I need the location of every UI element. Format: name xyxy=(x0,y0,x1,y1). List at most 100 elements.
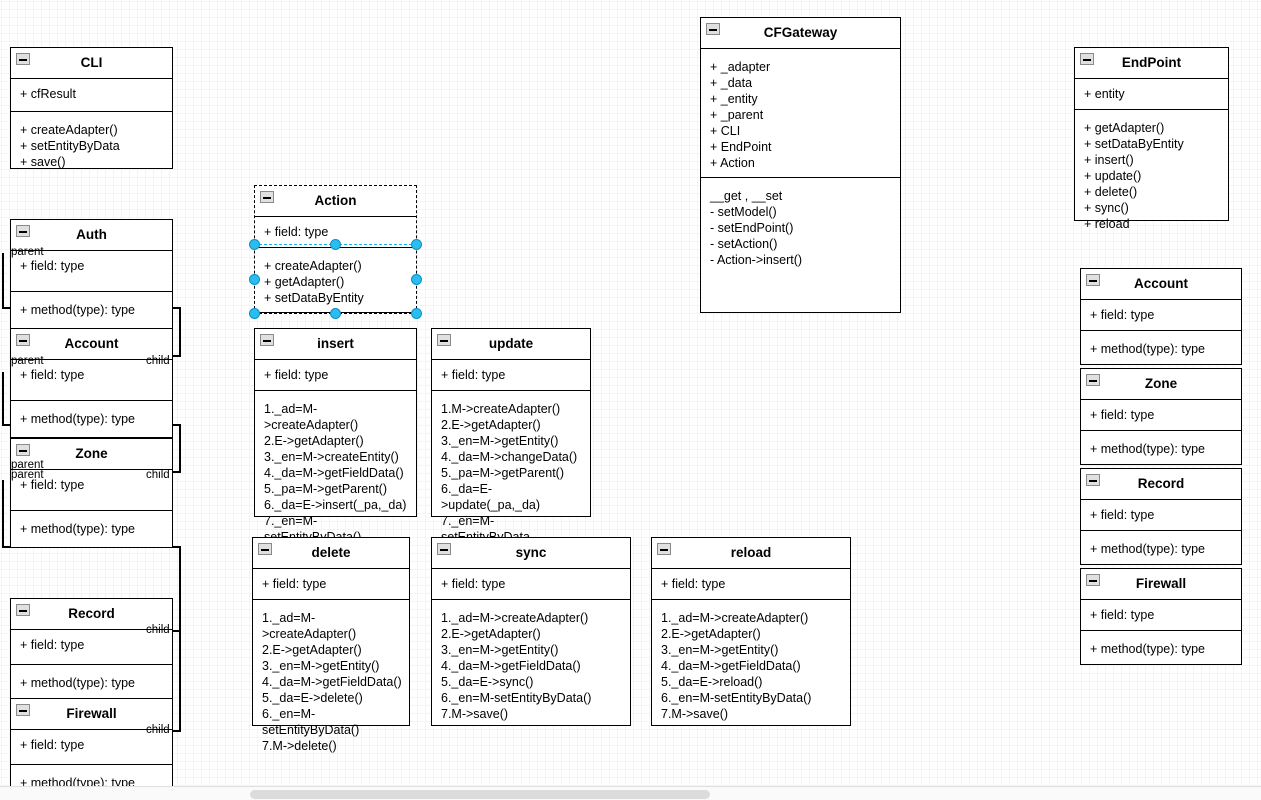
resize-handle-e[interactable] xyxy=(411,274,422,285)
edge-label-account-child: child xyxy=(146,355,170,367)
uml-class-update[interactable]: update + field: type 1.M->createAdapter(… xyxy=(431,328,591,560)
uml-class-record-left[interactable]: Record + field: type + method(type): typ… xyxy=(10,598,173,702)
class-header-cfgateway: CFGateway xyxy=(701,18,900,49)
class-methods: + method(type): type xyxy=(1090,541,1205,556)
class-title: Account xyxy=(64,336,119,351)
connector-zone-to-record xyxy=(179,546,181,631)
uml-class-record-right[interactable]: Record + field: type + method(type): typ… xyxy=(1080,468,1242,565)
edge-label-account-parent: parent xyxy=(11,355,44,367)
resize-handle-se[interactable] xyxy=(411,308,422,319)
class-header-zone: Zone xyxy=(11,439,172,470)
collapse-icon[interactable] xyxy=(706,23,720,35)
class-methods: + method(type): type xyxy=(20,411,135,426)
uml-class-auth-left[interactable]: Auth + field: type + method(type): type xyxy=(10,219,173,329)
resize-handle-nw[interactable] xyxy=(249,239,260,250)
connector-account-in xyxy=(170,355,181,357)
class-title: EndPoint xyxy=(1121,55,1182,70)
class-title: update xyxy=(488,336,534,351)
edge-label-auth-parent: parent xyxy=(11,246,44,258)
resize-handle-n[interactable] xyxy=(330,239,341,250)
collapse-icon[interactable] xyxy=(437,334,451,346)
resize-handle-sw[interactable] xyxy=(249,308,260,319)
class-header-endpoint: EndPoint xyxy=(1075,48,1228,79)
class-methods: + method(type): type xyxy=(20,521,135,536)
uml-class-sync[interactable]: sync + field: type 1._ad=M->createAdapte… xyxy=(431,537,631,726)
class-title: Auth xyxy=(76,227,107,242)
resize-handle-ne[interactable] xyxy=(411,239,422,250)
class-header-sync: sync xyxy=(432,538,630,569)
uml-class-zone-right[interactable]: Zone + field: type + method(type): type xyxy=(1080,368,1242,465)
collapse-icon[interactable] xyxy=(1086,374,1100,386)
class-header-reload: reload xyxy=(652,538,850,569)
connector-account-vertical xyxy=(2,372,4,425)
horizontal-scrollbar-thumb[interactable] xyxy=(250,790,710,799)
uml-class-cfgateway[interactable]: CFGateway + _adapter + _data + _entity +… xyxy=(700,17,901,313)
collapse-icon[interactable] xyxy=(258,543,272,555)
uml-class-action[interactable]: Action + field: type + createAdapter() +… xyxy=(254,185,417,314)
class-methods: 1._ad=M->createAdapter() 2.E->getAdapter… xyxy=(262,610,402,753)
class-header-update: update xyxy=(432,329,590,360)
resize-handle-w[interactable] xyxy=(249,274,260,285)
uml-class-delete[interactable]: delete + field: type 1._ad=M->createAdap… xyxy=(252,537,410,753)
collapse-icon[interactable] xyxy=(437,543,451,555)
class-header-account: Account xyxy=(1081,269,1241,300)
horizontal-scrollbar[interactable] xyxy=(0,786,1261,800)
collapse-icon[interactable] xyxy=(1086,474,1100,486)
class-header-insert: insert xyxy=(255,329,416,360)
class-attributes: + field: type xyxy=(1081,400,1241,431)
class-attributes: + field: type xyxy=(1081,500,1241,531)
uml-class-firewall-left[interactable]: Firewall + field: type + method(type): t… xyxy=(10,698,173,800)
collapse-icon[interactable] xyxy=(260,191,274,203)
uml-class-cli[interactable]: CLI + cfResult + createAdapter() + setEn… xyxy=(10,47,173,169)
class-methods: + method(type): type xyxy=(1090,341,1205,356)
class-title: Account xyxy=(1134,276,1188,291)
collapse-icon[interactable] xyxy=(16,604,30,616)
class-header-account: Account xyxy=(11,329,172,360)
class-header-cli: CLI xyxy=(11,48,172,79)
class-methods: + method(type): type xyxy=(1090,441,1205,456)
collapse-icon[interactable] xyxy=(16,53,30,65)
collapse-icon[interactable] xyxy=(16,444,30,456)
class-header-firewall: Firewall xyxy=(11,699,172,730)
class-title: CLI xyxy=(80,55,103,70)
collapse-icon[interactable] xyxy=(16,225,30,237)
class-attributes: + field: type xyxy=(1081,600,1241,631)
class-title: Record xyxy=(68,606,115,621)
edge-label-zone-parent-a: parent xyxy=(11,459,44,471)
class-attributes: + field: type xyxy=(432,360,590,391)
class-methods: 1.M->createAdapter() 2.E->getAdapter() 3… xyxy=(441,401,578,560)
class-attributes: + entity xyxy=(1075,79,1228,110)
class-title: insert xyxy=(317,336,354,351)
class-title: sync xyxy=(515,545,547,560)
class-attributes: + field: type xyxy=(253,569,409,600)
collapse-icon[interactable] xyxy=(16,704,30,716)
uml-class-account-right[interactable]: Account + field: type + method(type): ty… xyxy=(1080,268,1242,365)
class-title: delete xyxy=(311,545,351,560)
class-title: Zone xyxy=(75,446,108,461)
class-title: reload xyxy=(730,545,772,560)
collapse-icon[interactable] xyxy=(1080,53,1094,65)
edge-label-zone-parent-b: parent xyxy=(11,469,44,481)
uml-class-account-left[interactable]: Account + field: type + method(type): ty… xyxy=(10,328,173,438)
collapse-icon[interactable] xyxy=(1086,274,1100,286)
collapse-icon[interactable] xyxy=(260,334,274,346)
uml-class-reload[interactable]: reload + field: type 1._ad=M->createAdap… xyxy=(651,537,851,726)
uml-class-insert[interactable]: insert + field: type 1._ad=M->createAdap… xyxy=(254,328,417,560)
collapse-icon[interactable] xyxy=(657,543,671,555)
class-attributes: + field: type xyxy=(432,569,630,600)
collapse-icon[interactable] xyxy=(1086,574,1100,586)
edge-label-firewall-child: child xyxy=(146,724,170,736)
uml-class-endpoint[interactable]: EndPoint + entity + getAdapter() + setDa… xyxy=(1074,47,1229,231)
collapse-icon[interactable] xyxy=(16,334,30,346)
uml-class-firewall-right[interactable]: Firewall + field: type + method(type): t… xyxy=(1080,568,1242,665)
class-attributes: + field: type xyxy=(255,360,416,391)
class-methods: 1._ad=M->createAdapter() 2.E->getAdapter… xyxy=(264,401,407,560)
class-attributes: + field: type xyxy=(11,251,172,292)
class-attributes: + field: type xyxy=(11,470,172,511)
resize-handle-s[interactable] xyxy=(330,308,341,319)
class-methods: + method(type): type xyxy=(20,675,135,690)
uml-class-zone-left[interactable]: Zone + field: type + method(type): type xyxy=(10,438,173,548)
connector-firewall-in xyxy=(170,730,181,732)
class-methods: + getAdapter() + setDataByEntity + inser… xyxy=(1084,120,1184,231)
